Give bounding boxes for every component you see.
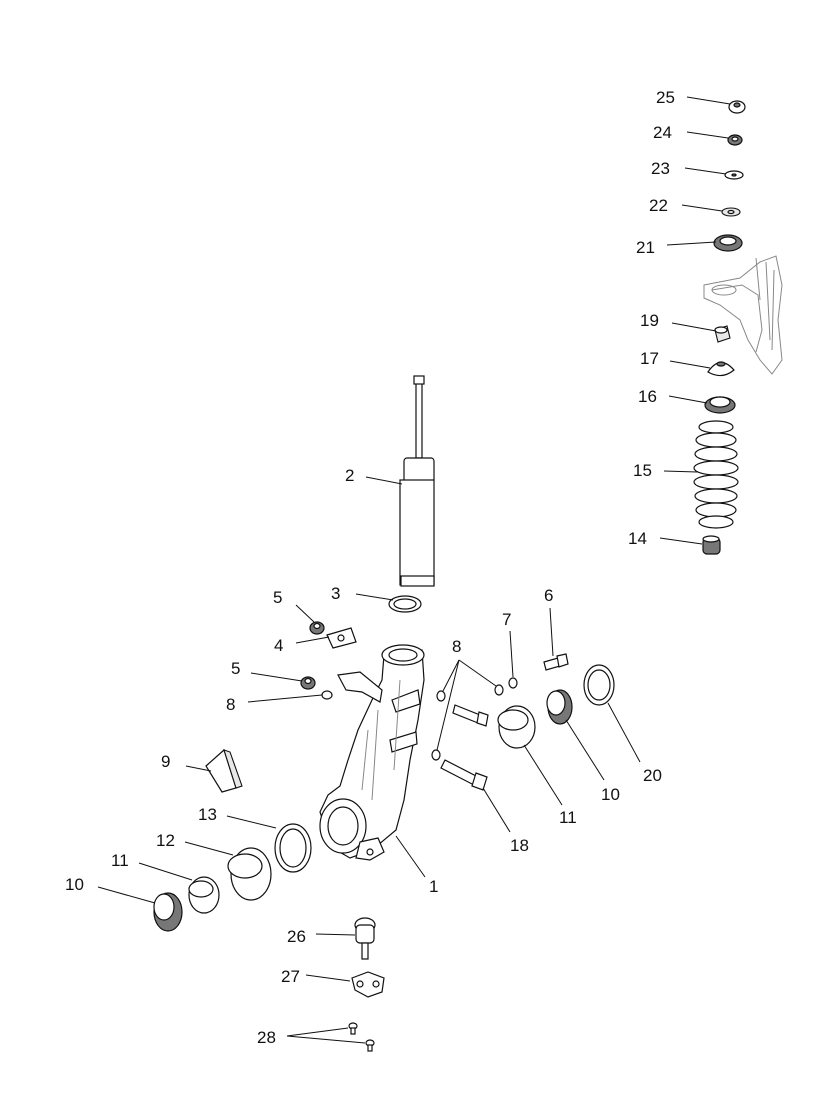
part-21-top-mount <box>713 234 743 252</box>
part-1-steering-knuckle <box>319 644 425 861</box>
part-11-bearing-race-left <box>188 876 220 914</box>
callout-8-left: 8 <box>226 695 235 714</box>
part-10-bearing-right <box>546 689 573 725</box>
callout-5-lower: 5 <box>231 659 240 678</box>
callout-18: 18 <box>510 836 529 855</box>
callout-16: 16 <box>638 387 657 406</box>
callout-25: 25 <box>656 88 675 107</box>
part-28-screw-upper <box>348 1022 358 1035</box>
part-5-nut-upper <box>309 621 325 635</box>
part-11-bearing-race-right <box>497 705 536 749</box>
callout-13: 13 <box>198 805 217 824</box>
part-4-bracket <box>326 627 357 649</box>
callout-5-upper: 5 <box>273 588 282 607</box>
part-25-cap <box>728 100 746 114</box>
callout-28: 28 <box>257 1028 276 1047</box>
callout-20: 20 <box>643 766 662 785</box>
callout-11-left: 11 <box>111 851 129 870</box>
callout-17: 17 <box>640 349 659 368</box>
callout-24: 24 <box>653 123 672 142</box>
callout-10-left: 10 <box>65 875 84 894</box>
part-28-screw-lower <box>365 1039 375 1052</box>
part-8-washer-c <box>431 749 441 761</box>
part-13-seal-ring <box>274 823 312 873</box>
callout-4: 4 <box>274 636 283 655</box>
part-5-nut-lower <box>300 676 316 690</box>
leader-lines <box>97 96 731 1044</box>
part-9-wedge <box>205 748 243 793</box>
body-mount-structure <box>703 255 783 375</box>
part-10-bearing-left <box>153 892 183 932</box>
callout-14: 14 <box>628 529 647 548</box>
callout-8-right: 8 <box>452 637 461 656</box>
part-24-nut <box>727 134 743 146</box>
callout-19: 19 <box>640 311 659 330</box>
part-20-seal-ring <box>583 664 615 706</box>
part-15-coil-spring <box>693 420 739 529</box>
part-16-spring-seat <box>704 396 736 414</box>
part-17-bump-stop <box>707 361 735 377</box>
part-14-lower-pad <box>702 535 721 555</box>
callout-12: 12 <box>156 831 175 850</box>
part-18-bolt-lower <box>440 759 488 791</box>
callout-2: 2 <box>345 466 354 485</box>
part-22-washer <box>721 207 741 217</box>
callout-9: 9 <box>161 752 170 771</box>
part-8-washer-b <box>494 684 504 696</box>
callout-26: 26 <box>287 927 306 946</box>
part-8-washer-left <box>321 690 333 700</box>
callout-1: 1 <box>429 877 438 896</box>
part-6-bolt <box>543 653 569 671</box>
part-8-washer-a <box>436 690 446 702</box>
part-26-ball-joint <box>354 917 376 960</box>
callout-6: 6 <box>544 586 553 605</box>
part-2-shock-absorber <box>399 375 435 587</box>
part-3-ring <box>388 595 422 613</box>
callout-27: 27 <box>281 967 300 986</box>
part-23-washer <box>724 170 744 180</box>
part-27-plate <box>351 971 385 998</box>
callout-15: 15 <box>633 461 652 480</box>
callout-21: 21 <box>636 238 655 257</box>
part-18-bolt-upper <box>452 704 489 727</box>
callout-10-right: 10 <box>601 785 620 804</box>
callout-labels: 25 24 23 22 21 19 17 16 15 14 2 3 5 4 5 … <box>65 88 675 1047</box>
part-7-washer <box>508 677 518 689</box>
callout-7: 7 <box>502 610 511 629</box>
part-19-nut <box>714 325 731 343</box>
callout-3: 3 <box>331 584 340 603</box>
callout-23: 23 <box>651 159 670 178</box>
callout-22: 22 <box>649 196 668 215</box>
part-12-bearing-sleeve <box>227 847 272 901</box>
callout-11-right: 11 <box>559 808 577 827</box>
